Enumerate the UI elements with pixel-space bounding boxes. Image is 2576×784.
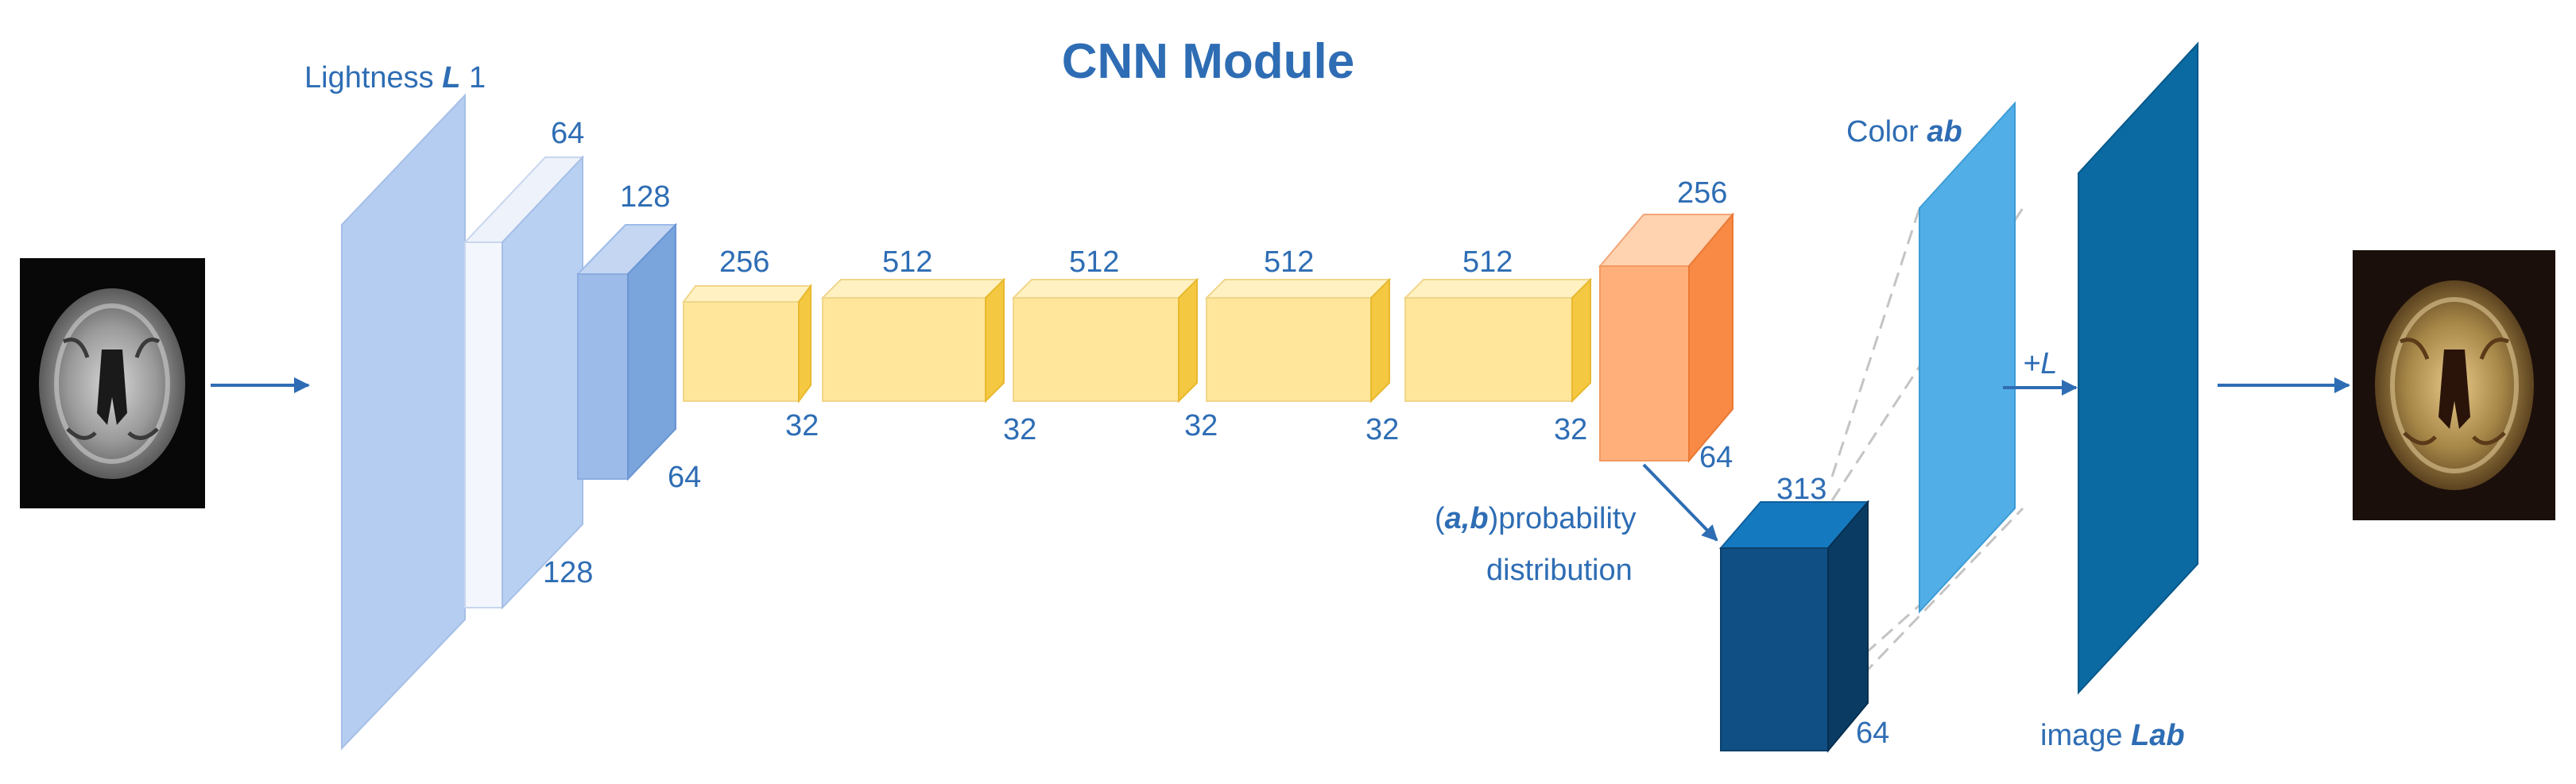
color-ab-plane <box>1919 101 2016 614</box>
conv1-size-label: 128 <box>543 556 593 589</box>
conv4-block <box>820 277 1006 404</box>
probability-distribution-block <box>1718 500 1870 753</box>
conv3-block <box>682 284 812 404</box>
input-mri-image <box>20 258 205 508</box>
prob-depth-label: 313 <box>1776 473 1826 506</box>
prob-label-line1: (a,b)probability <box>1435 502 1636 535</box>
conv8-to-prob-arrow <box>1642 463 1718 542</box>
conv3-depth-label: 256 <box>719 245 769 279</box>
conv7-depth-label: 512 <box>1462 245 1513 279</box>
conv2-size-label: 64 <box>668 461 701 494</box>
conv5-block <box>1011 277 1199 404</box>
conv6-depth-label: 512 <box>1264 245 1314 279</box>
conv3-size-label: 32 <box>785 409 819 442</box>
conv5-depth-label: 512 <box>1069 245 1119 279</box>
color-ab-label: Color ab <box>1846 115 1962 149</box>
diagram-title: CNN Module <box>1062 34 1355 89</box>
conv1-block <box>463 155 585 610</box>
conv2-depth-label: 128 <box>620 180 670 214</box>
conv6-size-label: 32 <box>1365 413 1399 446</box>
prob-size-label: 64 <box>1856 716 1889 750</box>
image-lab-plane <box>2078 41 2198 695</box>
conv6-block <box>1204 277 1392 404</box>
prob-label-line2: distribution <box>1486 554 1633 587</box>
conv8-depth-label: 256 <box>1677 176 1727 210</box>
conv4-size-label: 32 <box>1003 413 1036 446</box>
conv4-depth-label: 512 <box>882 245 932 279</box>
conv5-size-label: 32 <box>1184 409 1218 442</box>
output-colorized-mri-image <box>2353 250 2555 520</box>
conv8-size-label: 64 <box>1699 441 1733 474</box>
conv1-depth-label: 64 <box>551 117 584 150</box>
image-lab-label: image Lab <box>2040 719 2185 752</box>
conv7-block <box>1403 277 1593 404</box>
conv8-block <box>1598 212 1735 463</box>
conv7-size-label: 32 <box>1554 413 1587 446</box>
plus-l-label: +L <box>2023 347 2057 380</box>
conv2-block <box>575 222 678 481</box>
lightness-input-plane <box>341 93 466 751</box>
lightness-label: Lightness L 1 <box>304 61 486 95</box>
